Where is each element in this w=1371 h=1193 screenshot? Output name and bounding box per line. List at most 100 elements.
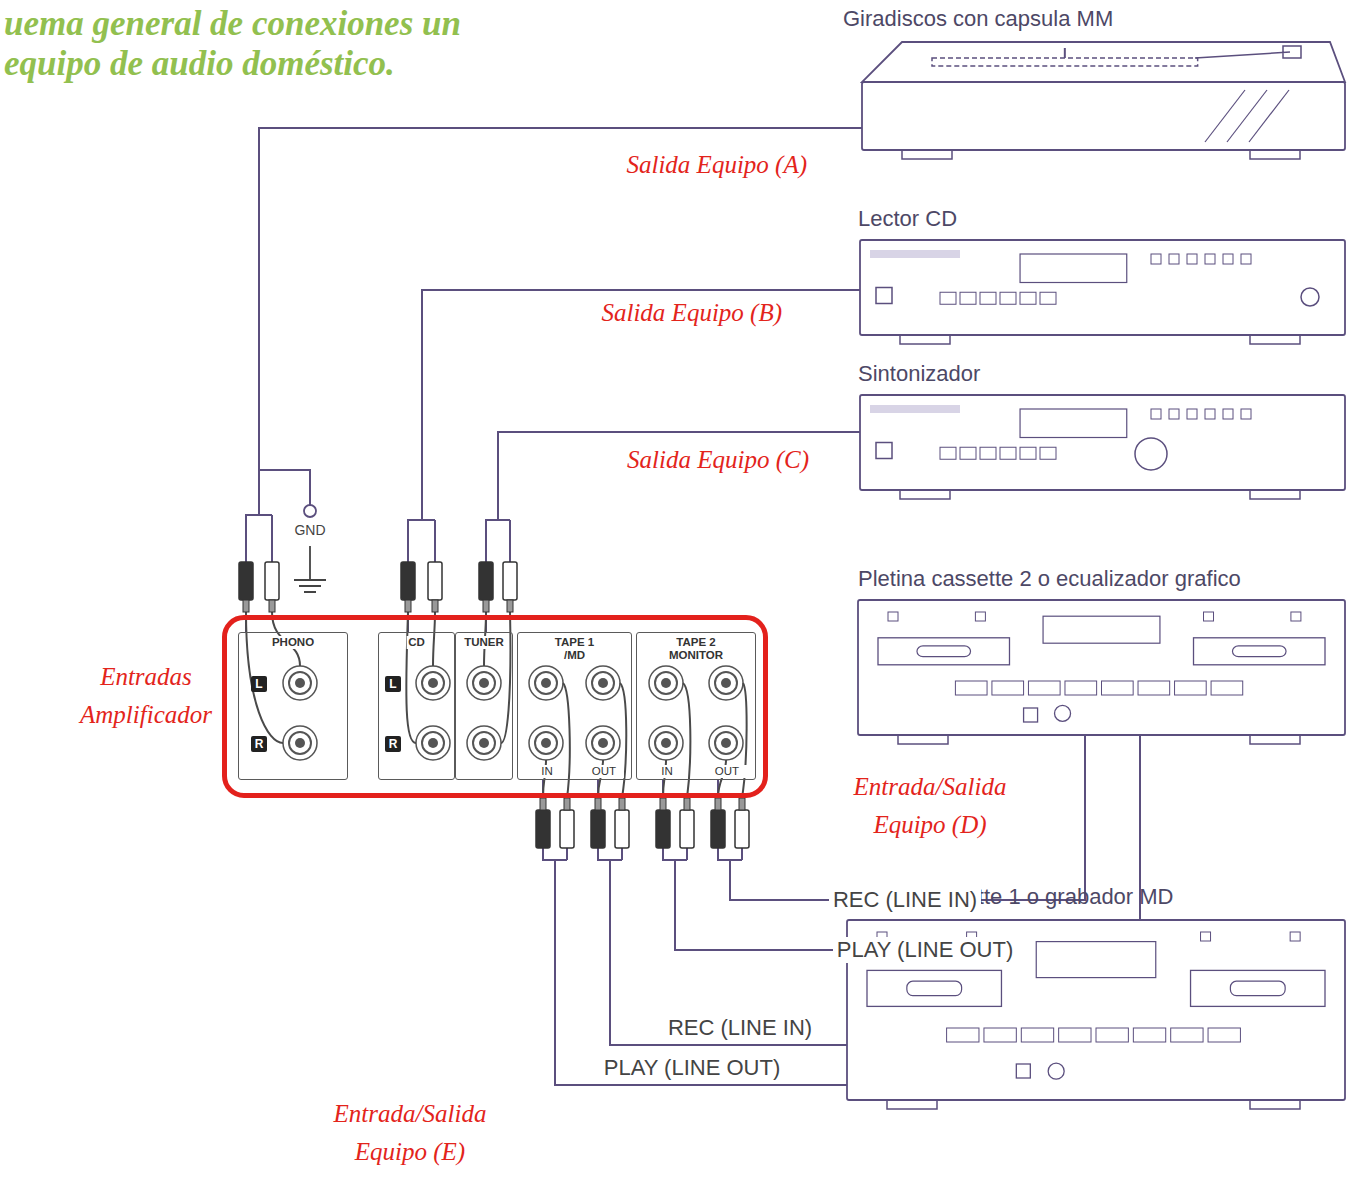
cable <box>271 515 273 562</box>
cassette-reels <box>1230 981 1285 995</box>
rca-jack <box>709 666 743 700</box>
ground-label: GND <box>290 522 330 538</box>
device-foot <box>900 490 950 499</box>
cable-split <box>598 859 622 861</box>
rca-plug <box>711 810 725 848</box>
rca-plug <box>428 562 442 600</box>
rca-jack-pin <box>541 678 551 688</box>
cable <box>741 848 743 860</box>
button <box>1241 409 1251 419</box>
button <box>1138 681 1170 695</box>
button <box>1059 1028 1091 1042</box>
device-foot <box>1250 1100 1300 1109</box>
cable-label: PLAY (LINE OUT) <box>833 937 1017 963</box>
rca-jack-pin <box>598 678 608 688</box>
button <box>1201 932 1211 941</box>
button <box>1151 254 1161 264</box>
rca-jack <box>529 726 563 760</box>
device-label: Lector CD <box>858 206 957 232</box>
rca-plug <box>239 562 253 600</box>
display <box>1036 942 1156 978</box>
cd-player: Lector CD <box>860 240 1345 335</box>
button <box>1171 1028 1203 1042</box>
rca-jack-ring <box>473 672 495 694</box>
turntable-plinth <box>862 42 1345 82</box>
cable-split <box>408 519 435 521</box>
channel-mark: L <box>251 676 267 692</box>
cable-label: REC (LINE IN) <box>664 1015 816 1041</box>
button <box>1000 447 1016 459</box>
cable-label: REC (LINE IN) <box>829 887 981 913</box>
button <box>1208 1028 1240 1042</box>
rca-jack-ring <box>715 672 737 694</box>
button <box>960 447 976 459</box>
rca-jack-ring <box>655 672 677 694</box>
cassette-window <box>867 970 1001 1006</box>
rca-plug-tip <box>483 600 489 612</box>
audio-cable <box>718 735 1085 900</box>
button <box>1028 681 1060 695</box>
rca-plug <box>503 562 517 600</box>
rca-jack-pin <box>428 678 438 688</box>
rca-plug <box>536 810 550 848</box>
cable <box>509 520 511 562</box>
cable-split <box>486 519 510 521</box>
rca-jack <box>416 726 450 760</box>
button <box>1169 409 1179 419</box>
turntable-spindle <box>1064 48 1066 58</box>
amplifier-inputs: Entradas AmplificadorPHONOLRCDLRTUNERTAP… <box>222 615 768 798</box>
rca-plug <box>656 810 670 848</box>
power-button <box>876 288 892 304</box>
front-stripe <box>1249 90 1289 142</box>
display <box>1020 409 1127 438</box>
button <box>1169 254 1179 264</box>
input-panel: TUNER <box>455 632 513 780</box>
plug-wire <box>563 683 570 798</box>
button <box>1040 447 1056 459</box>
turntable: Giradiscos con capsula MM <box>862 42 1345 150</box>
ground-wire <box>259 470 310 505</box>
io-label: Entrada/Salida Equipo (E) <box>315 1095 505 1171</box>
display <box>1020 254 1127 283</box>
button <box>1020 447 1036 459</box>
rca-plug-tip <box>243 600 249 612</box>
rca-jack-ring <box>422 672 444 694</box>
cable <box>717 848 719 860</box>
rca-jack-ring <box>592 672 614 694</box>
audio-cable <box>408 290 860 632</box>
audio-cable <box>598 780 847 1045</box>
cassette-window <box>878 638 1009 665</box>
rca-jack-ring <box>715 732 737 754</box>
button <box>980 447 996 459</box>
device-foot <box>902 150 952 159</box>
cd-body <box>860 240 1345 335</box>
cassette-reels <box>1232 646 1286 657</box>
cable <box>566 848 568 860</box>
button <box>1020 292 1036 304</box>
volume-knob <box>1301 288 1319 306</box>
rca-jack-pin <box>661 738 671 748</box>
rca-jack-ring <box>655 732 677 754</box>
rca-plug-tip <box>564 798 570 810</box>
rca-jack <box>283 666 317 700</box>
tuner: Sintonizador <box>860 395 1345 490</box>
deck-body <box>858 600 1345 735</box>
rca-jack-pin <box>295 678 305 688</box>
cable-split <box>543 859 567 861</box>
rca-plug-tip <box>595 798 601 810</box>
front-stripe <box>1227 90 1267 142</box>
button <box>1223 409 1233 419</box>
illustration <box>239 42 1345 1109</box>
cable <box>434 520 436 562</box>
rca-jack-pin <box>541 738 551 748</box>
input-name: TAPE 1 /MD <box>542 636 608 662</box>
rca-plug-tip <box>269 600 275 612</box>
plug-wire <box>683 683 690 798</box>
turntable-platter <box>932 58 1198 66</box>
input-panel: PHONOLR <box>238 632 348 780</box>
rca-plug <box>680 810 694 848</box>
rca-jack-pin <box>721 738 731 748</box>
button <box>1151 409 1161 419</box>
cable-label: Salida Equipo (C) <box>624 445 812 475</box>
cable-label: Salida Equipo (B) <box>598 298 785 328</box>
